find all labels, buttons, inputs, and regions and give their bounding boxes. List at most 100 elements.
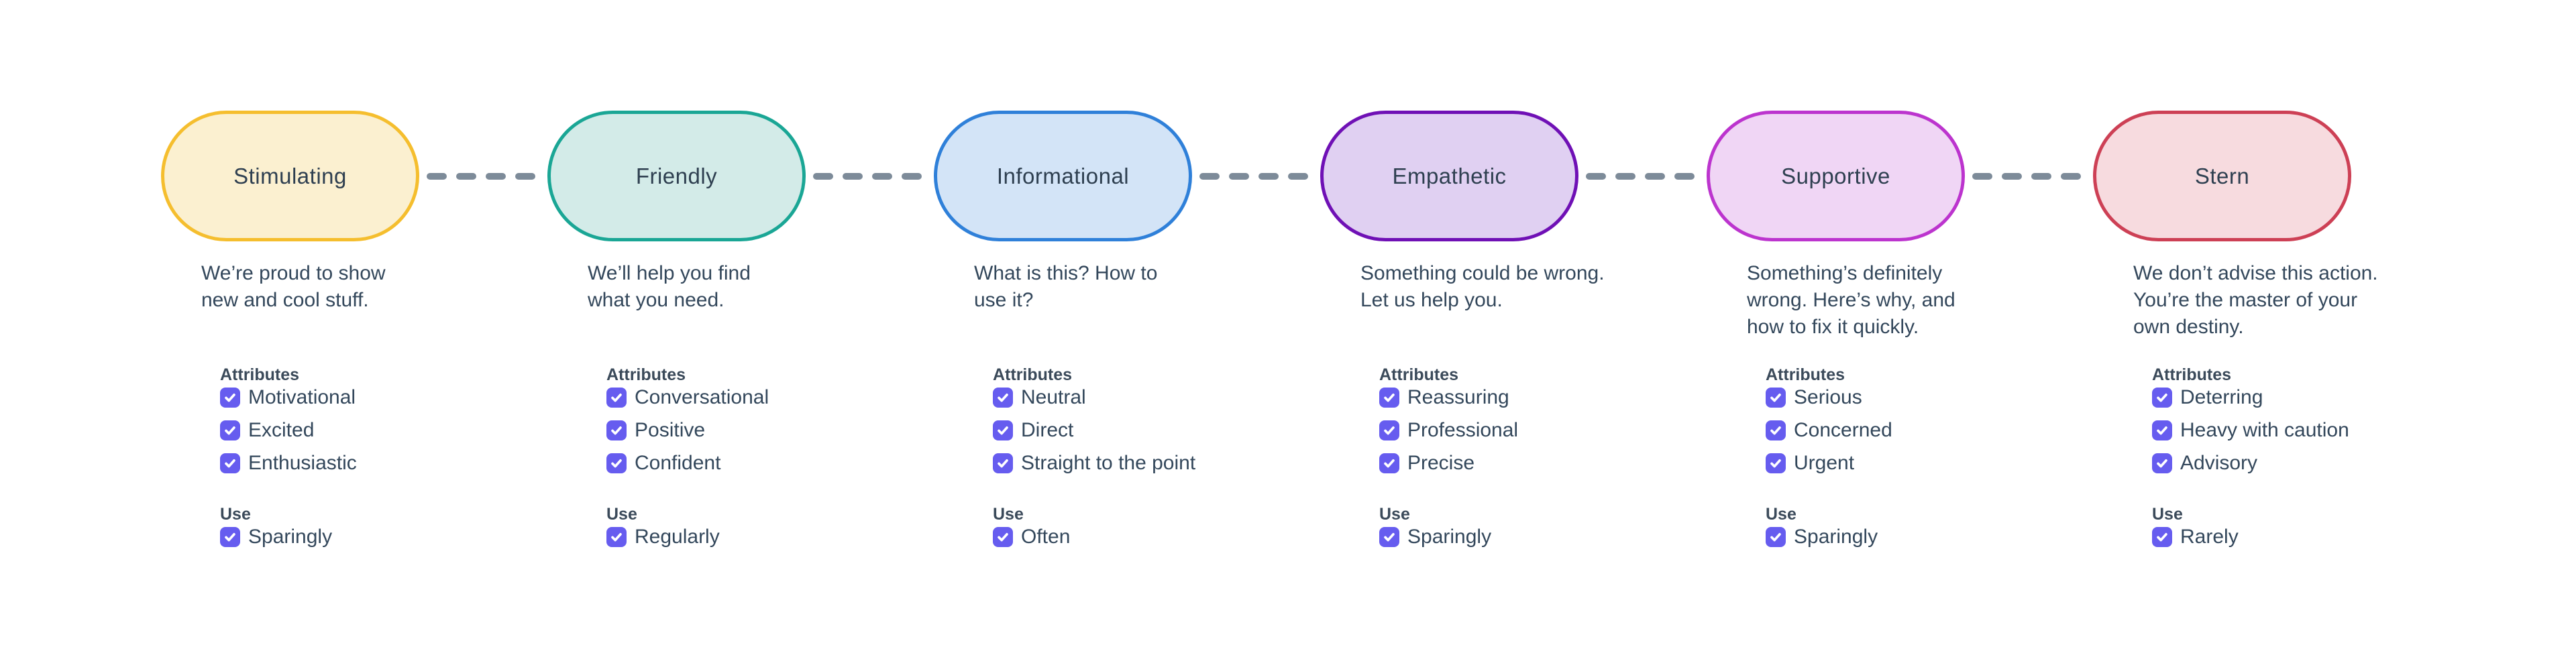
tone-column-friendly: Friendly We’ll help you find what you ne… — [547, 0, 806, 649]
checkbox-checked[interactable] — [1379, 420, 1399, 440]
attributes-heading: Attributes — [606, 365, 686, 384]
checkmark-icon — [1384, 459, 1395, 468]
checkbox-checked[interactable] — [993, 527, 1013, 547]
attribute-row: Straight to the point — [993, 452, 1196, 474]
attributes-heading: Attributes — [1766, 365, 1845, 384]
tone-label: Friendly — [635, 163, 718, 188]
checkbox-checked[interactable] — [220, 420, 240, 440]
checkmark-icon — [998, 459, 1008, 468]
checkmark-icon — [2157, 533, 2167, 542]
checkmark-icon — [225, 394, 235, 402]
checkbox-checked[interactable] — [220, 388, 240, 408]
use-list: Regularly — [606, 526, 720, 560]
attribute-label: Advisory — [2180, 452, 2258, 474]
checkbox-checked[interactable] — [993, 388, 1013, 408]
checkmark-icon — [1770, 394, 1781, 402]
attribute-label: Excited — [248, 419, 315, 441]
attribute-label: Reassuring — [1407, 386, 1509, 408]
tone-label: Supportive — [1781, 163, 1890, 188]
checkbox-checked[interactable] — [220, 453, 240, 473]
checkmark-icon — [1384, 426, 1395, 435]
checkbox-checked[interactable] — [2152, 453, 2172, 473]
checkbox-checked[interactable] — [1379, 453, 1399, 473]
tone-pill-empathetic[interactable]: Empathetic — [1320, 111, 1578, 241]
use-label: Regularly — [635, 526, 720, 548]
use-label: Often — [1021, 526, 1071, 548]
checkbox-checked[interactable] — [606, 527, 627, 547]
use-row: Sparingly — [220, 526, 332, 548]
checkmark-icon — [225, 426, 235, 435]
use-row: Rarely — [2152, 526, 2239, 548]
tone-description: Something’s definitely wrong. Here’s why… — [1747, 262, 1955, 338]
tone-pill-informational[interactable]: Informational — [934, 111, 1192, 241]
checkbox-checked[interactable] — [606, 420, 627, 440]
tone-pill-stern[interactable]: Stern — [2093, 111, 2351, 241]
checkmark-icon — [611, 394, 622, 402]
tone-column-stern: Stern We don’t advise this action. You’r… — [2093, 0, 2378, 649]
tone-pill-stimulating[interactable]: Stimulating — [161, 111, 419, 241]
checkbox-checked[interactable] — [2152, 420, 2172, 440]
use-list: Sparingly — [1379, 526, 1492, 560]
attribute-row: Advisory — [2152, 452, 2349, 474]
attributes-heading: Attributes — [1379, 365, 1459, 384]
use-row: Often — [993, 526, 1071, 548]
checkbox-checked[interactable] — [1766, 453, 1786, 473]
checkmark-icon — [1384, 533, 1395, 542]
checkbox-checked[interactable] — [1379, 388, 1399, 408]
checkbox-checked[interactable] — [220, 527, 240, 547]
checkbox-checked[interactable] — [1379, 527, 1399, 547]
use-heading: Use — [606, 505, 637, 524]
attribute-row: Neutral — [993, 386, 1195, 408]
tone-pill-supportive[interactable]: Supportive — [1707, 111, 1965, 241]
checkbox-checked[interactable] — [1766, 388, 1786, 408]
attributes-list: Neutral Direct Straight to the point — [993, 386, 1196, 486]
use-label: Sparingly — [1794, 526, 1878, 548]
checkbox-checked[interactable] — [993, 420, 1013, 440]
checkmark-icon — [225, 459, 235, 468]
attribute-row: Concerned — [1766, 419, 1892, 441]
attribute-row: Positive — [606, 419, 769, 441]
attribute-label: Straight to the point — [1021, 452, 1196, 474]
use-row: Regularly — [606, 526, 720, 548]
attributes-heading: Attributes — [993, 365, 1073, 384]
connector-dashed-line — [813, 173, 926, 180]
tone-pill-friendly[interactable]: Friendly — [547, 111, 806, 241]
checkmark-icon — [611, 459, 622, 468]
checkbox-checked[interactable] — [2152, 388, 2172, 408]
use-heading: Use — [1379, 505, 1410, 524]
attribute-label: Deterring — [2180, 386, 2263, 408]
attributes-list: Serious Concerned Urgent — [1766, 386, 1892, 486]
checkbox-checked[interactable] — [606, 388, 627, 408]
checkbox-checked[interactable] — [606, 453, 627, 473]
connector-dashed-line — [1586, 173, 1699, 180]
attribute-label: Positive — [635, 419, 706, 441]
checkmark-icon — [1770, 459, 1781, 468]
attribute-row: Precise — [1379, 452, 1518, 474]
use-list: Sparingly — [220, 526, 332, 560]
use-heading: Use — [220, 505, 251, 524]
checkbox-checked[interactable] — [1766, 527, 1786, 547]
use-label: Rarely — [2180, 526, 2239, 548]
attribute-label: Heavy with caution — [2180, 419, 2349, 441]
connector-dashed-line — [1199, 173, 1313, 180]
tone-description: What is this? How to use it? — [974, 262, 1158, 311]
use-label: Sparingly — [1407, 526, 1492, 548]
tone-column-stimulating: Stimulating We’re proud to show new and … — [161, 0, 419, 649]
checkbox-checked[interactable] — [993, 453, 1013, 473]
checkbox-checked[interactable] — [2152, 527, 2172, 547]
tone-description: We’ll help you find what you need. — [588, 262, 751, 311]
use-row: Sparingly — [1766, 526, 1878, 548]
use-list: Sparingly — [1766, 526, 1878, 560]
tone-column-empathetic: Empathetic Something could be wrong. Let… — [1320, 0, 1605, 649]
attribute-label: Enthusiastic — [248, 452, 357, 474]
attribute-label: Serious — [1794, 386, 1862, 408]
checkbox-checked[interactable] — [1766, 420, 1786, 440]
attribute-row: Serious — [1766, 386, 1892, 408]
checkmark-icon — [998, 533, 1008, 542]
attribute-label: Neutral — [1021, 386, 1086, 408]
tone-description: We’re proud to show new and cool stuff. — [201, 262, 386, 311]
use-list: Rarely — [2152, 526, 2239, 560]
attribute-row: Enthusiastic — [220, 452, 357, 474]
attribute-row: Heavy with caution — [2152, 419, 2349, 441]
